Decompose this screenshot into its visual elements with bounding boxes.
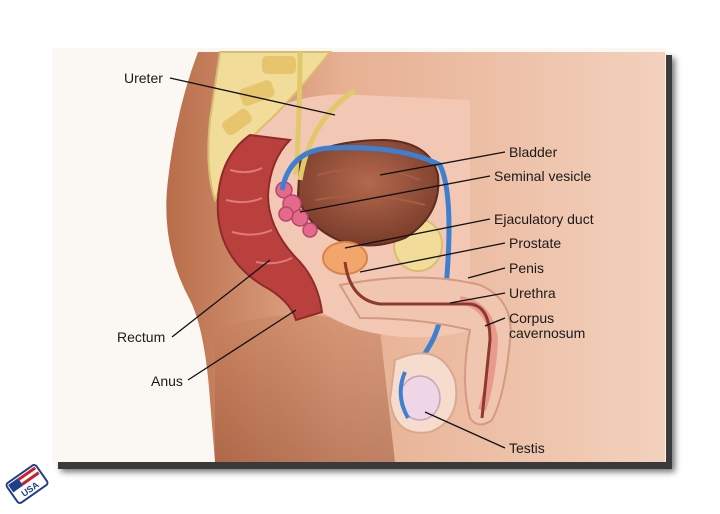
label-penis: Penis <box>509 260 545 276</box>
rectum-folds <box>225 167 293 265</box>
rectum <box>216 133 324 322</box>
label-testis: Testis <box>509 440 545 456</box>
vas-deferens <box>279 145 452 386</box>
label-corpus-cavernosum-1: Corpus <box>509 310 555 326</box>
label-seminal-vesicle: Seminal vesicle <box>494 168 592 184</box>
label-rectum: Rectum <box>117 329 166 345</box>
penis <box>338 276 512 426</box>
leader-ejaculatory-duct <box>344 218 491 249</box>
leader-bladder <box>379 151 506 176</box>
label-anus: Anus <box>151 373 183 389</box>
label-prostate: Prostate <box>509 235 562 251</box>
leader-prostate <box>359 242 506 273</box>
leader-ureter <box>169 77 336 116</box>
label-ureter: Ureter <box>124 70 163 86</box>
label-urethra: Urethra <box>509 285 556 301</box>
bladder <box>296 138 440 247</box>
leader-anus <box>187 309 297 381</box>
label-ejaculatory-duct: Ejaculatory duct <box>494 211 594 227</box>
usa-flag-badge-icon: USA <box>5 464 49 504</box>
leader-testis <box>424 411 506 449</box>
urethra <box>343 261 492 419</box>
leader-lines <box>169 77 506 449</box>
thigh-shading <box>215 315 395 462</box>
leader-rectum <box>171 259 271 338</box>
vertebrae <box>222 56 296 136</box>
leader-penis <box>467 267 506 279</box>
ureter-right <box>297 87 357 181</box>
leader-seminal-vesicle <box>299 175 491 213</box>
label-corpus-cavernosum-2: cavernosum <box>509 325 586 341</box>
leader-corpus-cavernosum <box>484 317 506 327</box>
prostate <box>322 241 368 275</box>
leader-urethra <box>449 292 506 304</box>
label-bladder: Bladder <box>509 144 558 160</box>
